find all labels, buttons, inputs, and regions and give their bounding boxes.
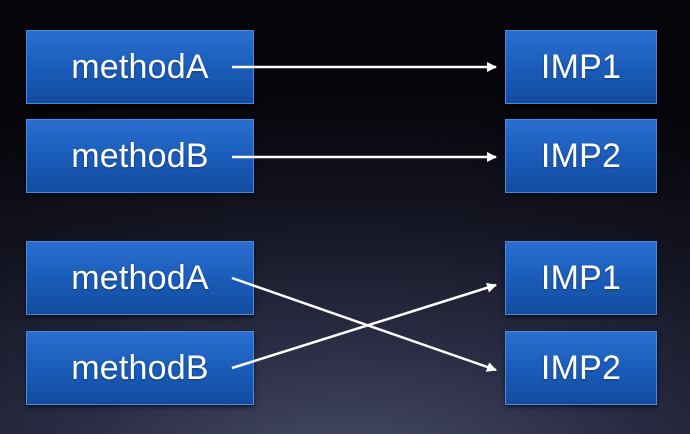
bottom-imp2-box: IMP2 bbox=[505, 331, 657, 405]
top-imp2-label: IMP2 bbox=[540, 136, 622, 175]
bottom-imp1-label: IMP1 bbox=[540, 258, 622, 297]
bottom-method-a-label: methodA bbox=[71, 258, 209, 297]
top-method-a-box: methodA bbox=[26, 30, 254, 104]
bottom-method-b-box: methodB bbox=[26, 331, 254, 405]
top-method-b-label: methodB bbox=[71, 136, 209, 175]
arrow-bottom-b-to-imp1 bbox=[231, 282, 497, 370]
top-imp1-box: IMP1 bbox=[505, 30, 657, 104]
top-method-b-box: methodB bbox=[26, 119, 254, 193]
top-method-a-label: methodA bbox=[71, 47, 209, 86]
top-imp1-label: IMP1 bbox=[540, 47, 622, 86]
bottom-imp2-label: IMP2 bbox=[540, 348, 622, 387]
arrow-bottom-a-to-imp2 bbox=[231, 276, 497, 372]
bottom-method-b-label: methodB bbox=[71, 348, 209, 387]
bottom-method-a-box: methodA bbox=[26, 241, 254, 315]
bottom-imp1-box: IMP1 bbox=[505, 241, 657, 315]
top-imp2-box: IMP2 bbox=[505, 119, 657, 193]
